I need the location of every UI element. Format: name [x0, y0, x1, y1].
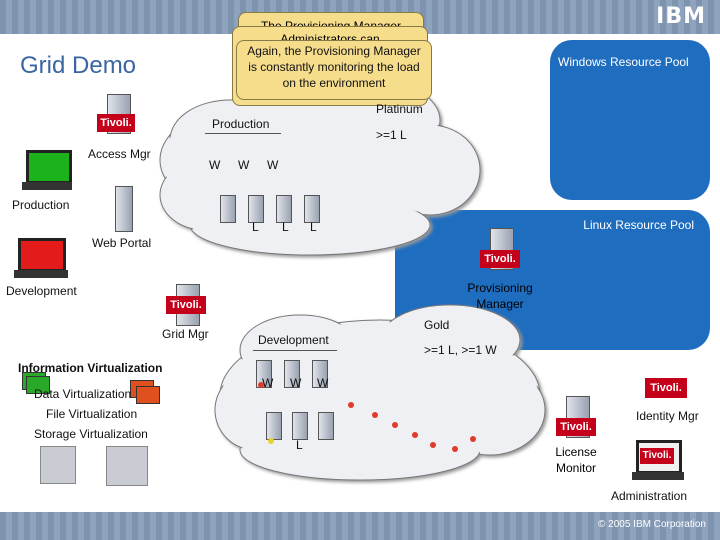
server-w-3: W — [267, 158, 279, 172]
gold-label: Gold — [424, 318, 450, 332]
server-l-2: L — [282, 220, 289, 234]
development-node-label: Development — [6, 284, 77, 298]
server-l-1: L — [252, 220, 259, 234]
storage-icon — [40, 446, 76, 484]
access-mgr-server[interactable]: Tivoli. — [97, 94, 137, 140]
laptop-base — [22, 182, 72, 190]
production-group-line — [205, 133, 281, 134]
dev-server-w-2: W — [290, 376, 302, 390]
administration-label: Administration — [611, 489, 688, 503]
status-dot — [392, 422, 398, 428]
tivoli-logo: Tivoli. — [645, 378, 687, 398]
grid-mgr-label: Grid Mgr — [162, 327, 209, 341]
web-portal-server[interactable] — [115, 186, 133, 232]
storage-icon — [106, 446, 148, 486]
info-virt-item: Data Virtualization — [34, 387, 132, 401]
status-dot — [258, 382, 264, 388]
status-dot — [268, 438, 274, 444]
gold-rule: >=1 L, >=1 W — [424, 343, 497, 357]
laptop-base — [14, 270, 68, 278]
tivoli-logo: Tivoli. — [97, 114, 135, 132]
footer-banner: © 2005 IBM Corporation — [0, 512, 720, 540]
laptop-screen — [26, 150, 72, 184]
server-w-1: W — [209, 158, 221, 172]
tivoli-logo: Tivoli. — [640, 448, 674, 464]
provisioning-manager-label: Provisioning Manager — [467, 281, 533, 311]
server-w-2: W — [238, 158, 250, 172]
identity-mgr-label: Identity Mgr — [636, 409, 699, 423]
linux-pool-label: Linux Resource Pool — [583, 218, 694, 232]
status-dot — [470, 436, 476, 442]
status-dot — [348, 402, 354, 408]
production-laptop[interactable] — [22, 150, 72, 194]
administration-laptop[interactable]: Tivoli. — [632, 440, 684, 484]
info-virt-item: Storage Virtualization — [34, 427, 148, 441]
identity-mgr-node[interactable]: Tivoli. — [645, 372, 689, 402]
page-title: Grid Demo — [20, 52, 137, 79]
server-icon — [292, 412, 308, 440]
license-monitor-server[interactable]: Tivoli. — [556, 396, 600, 440]
dev-server-l-1: L — [296, 438, 303, 452]
callout-note: Again, the Provisioning Manager is const… — [236, 40, 432, 100]
server-icon — [256, 360, 272, 388]
info-virt-title: Information Virtualization — [18, 361, 163, 375]
server-icon — [304, 195, 320, 223]
data-virt-layer — [26, 376, 50, 394]
status-dot — [430, 442, 436, 448]
development-group-label: Development — [258, 333, 329, 347]
server-icon — [220, 195, 236, 223]
data-virt-layer — [136, 386, 160, 404]
status-dot — [452, 446, 458, 452]
tivoli-logo: Tivoli. — [556, 418, 596, 436]
status-dot — [412, 432, 418, 438]
grid-mgr-server[interactable]: Tivoli. — [166, 284, 210, 328]
development-group-line — [253, 350, 337, 351]
laptop-base — [632, 472, 684, 480]
server-icon — [284, 360, 300, 388]
server-icon — [312, 360, 328, 388]
server-l-3: L — [310, 220, 317, 234]
callout-text: Again, the Provisioning Manager is const… — [247, 44, 421, 90]
license-monitor-label: License Monitor — [555, 445, 597, 475]
tivoli-logo: Tivoli. — [166, 296, 206, 314]
server-icon — [318, 412, 334, 440]
web-portal-label: Web Portal — [92, 236, 152, 250]
platinum-rule: >=1 L — [376, 128, 407, 142]
server-icon — [276, 195, 292, 223]
access-mgr-label: Access Mgr — [88, 147, 151, 161]
production-group-label: Production — [212, 117, 270, 131]
tivoli-logo: Tivoli. — [480, 250, 520, 268]
production-node-label: Production — [12, 198, 70, 212]
platinum-label: Platinum — [376, 102, 423, 116]
laptop-screen — [18, 238, 66, 272]
dev-server-w-3: W — [317, 376, 329, 390]
development-laptop[interactable] — [14, 238, 70, 282]
server-icon — [266, 412, 282, 440]
copyright: © 2005 IBM Corporation — [598, 519, 706, 530]
windows-pool-label: Windows Resource Pool — [558, 55, 689, 69]
server-icon — [248, 195, 264, 223]
info-virt-item: File Virtualization — [46, 407, 138, 421]
dev-server-w-1: W — [262, 376, 274, 390]
ibm-logo: IBM — [656, 4, 706, 29]
status-dot — [372, 412, 378, 418]
provisioning-manager-server[interactable]: Tivoli. — [480, 228, 524, 274]
windows-resource-pool: Windows Resource Pool — [550, 40, 710, 200]
